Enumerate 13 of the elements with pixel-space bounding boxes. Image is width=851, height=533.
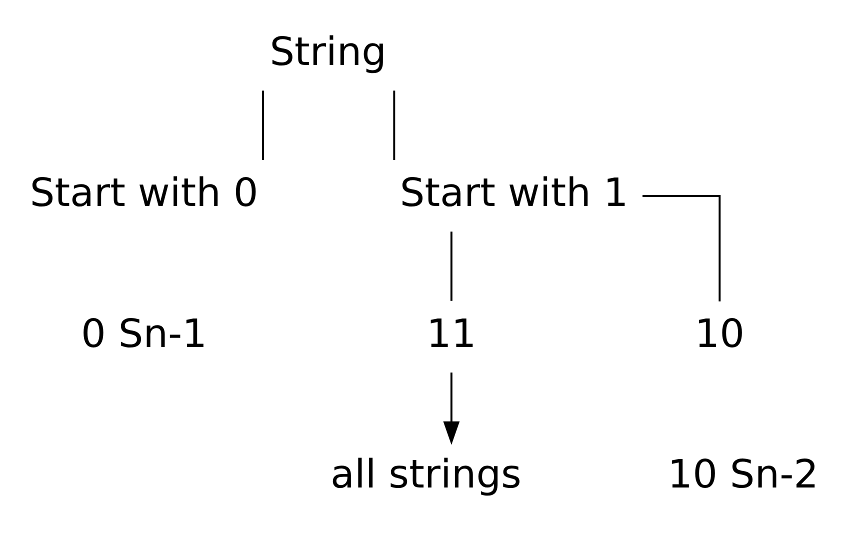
label: 0 Sn-1: [81, 312, 208, 357]
arrow: [443, 372, 460, 445]
connector: [262, 90, 264, 160]
node-text: Start with 1: [400, 170, 628, 216]
connector: [642, 195, 721, 302]
node-text: all strings: [330, 452, 522, 498]
node-text: 11: [426, 312, 476, 357]
node-text: String: [270, 30, 387, 75]
node-text: Start with 0: [30, 170, 258, 216]
node-text: 10: [694, 312, 745, 357]
label: 10 Sn-2: [668, 452, 819, 498]
connector: [393, 90, 396, 160]
connector: [450, 232, 452, 301]
